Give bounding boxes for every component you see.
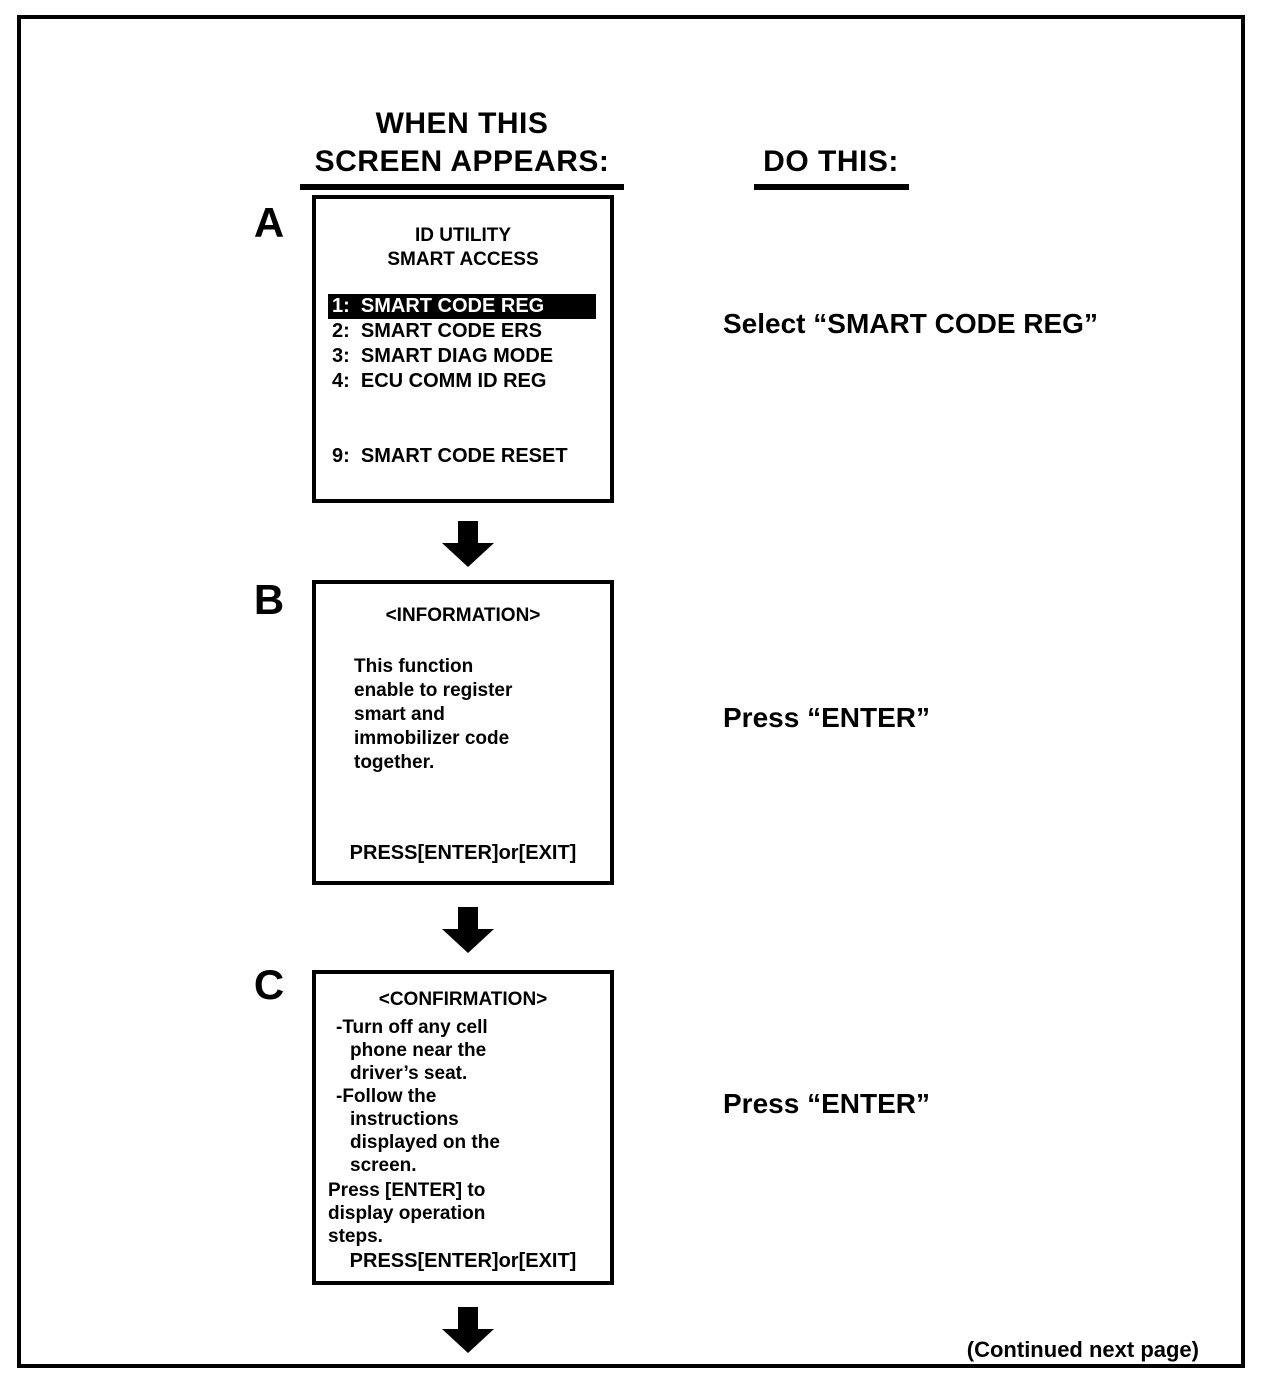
column-header-right-underline — [753, 184, 909, 190]
column-header-left-underline — [300, 184, 624, 190]
screen-c-footer-prompt: PRESS[ENTER]or[EXIT] — [349, 1250, 577, 1272]
screen-a-title: ID UTILITY SMART ACCESS — [387, 225, 539, 270]
screen-c-bullet-turn-off-cell-phone: -Turn off any cell phone near the driver… — [336, 1017, 488, 1084]
menu-item-smart-code-reset[interactable]: 9: SMART CODE RESET — [332, 445, 568, 467]
instruction-step-b: Press “ENTER” — [723, 702, 930, 733]
step-label-b: B — [253, 576, 285, 623]
arrow-down-icon — [442, 521, 494, 567]
menu-spacer — [328, 394, 610, 444]
arrow-down-icon — [442, 1307, 494, 1353]
menu-item-smart-diag-mode[interactable]: 3: SMART DIAG MODE — [332, 345, 554, 367]
screen-b-body-text: This function enable to register smart a… — [354, 656, 513, 773]
screen-b-footer-prompt: PRESS[ENTER]or[EXIT] — [349, 842, 577, 864]
continued-next-page-note: (Continued next page) — [966, 1337, 1199, 1362]
column-header-left-text: WHEN THIS SCREEN APPEARS: — [314, 107, 610, 178]
screen-c-bullet-list: -Turn off any cell phone near the driver… — [316, 1016, 610, 1177]
device-screen-c: <CONFIRMATION> -Turn off any cell phone … — [312, 970, 614, 1285]
column-header-when-this-screen-appears: WHEN THIS SCREEN APPEARS: — [297, 67, 627, 228]
menu-item-smart-code-reg[interactable]: 1: SMART CODE REG — [328, 294, 596, 319]
page-border: WHEN THIS SCREEN APPEARS: DO THIS: A ID … — [17, 15, 1245, 1368]
step-label-c: C — [253, 961, 285, 1008]
menu-item-ecu-comm-id-reg[interactable]: 4: ECU COMM ID REG — [332, 370, 547, 392]
screen-b-title: <INFORMATION> — [385, 605, 541, 626]
device-screen-a: ID UTILITY SMART ACCESS 1: SMART CODE RE… — [312, 195, 614, 503]
column-header-right-text: DO THIS: — [763, 145, 899, 178]
instruction-step-c: Press “ENTER” — [723, 1088, 930, 1119]
screen-a-menu-list: 1: SMART CODE REG 2: SMART CODE ERS 3: S… — [316, 294, 610, 469]
screen-c-title: <CONFIRMATION> — [378, 989, 548, 1010]
step-label-a: A — [253, 199, 285, 246]
menu-item-smart-code-ers[interactable]: 2: SMART CODE ERS — [332, 320, 543, 342]
screen-c-paragraph: Press [ENTER] to display operation steps… — [328, 1180, 486, 1247]
device-screen-b: <INFORMATION> This function enable to re… — [312, 580, 614, 885]
instruction-step-a: Select “SMART CODE REG” — [723, 308, 1098, 339]
screen-c-bullet-follow-instructions: -Follow the instructions displayed on th… — [336, 1086, 500, 1176]
column-header-do-this: DO THIS: — [711, 105, 951, 228]
arrow-down-icon — [442, 907, 494, 953]
